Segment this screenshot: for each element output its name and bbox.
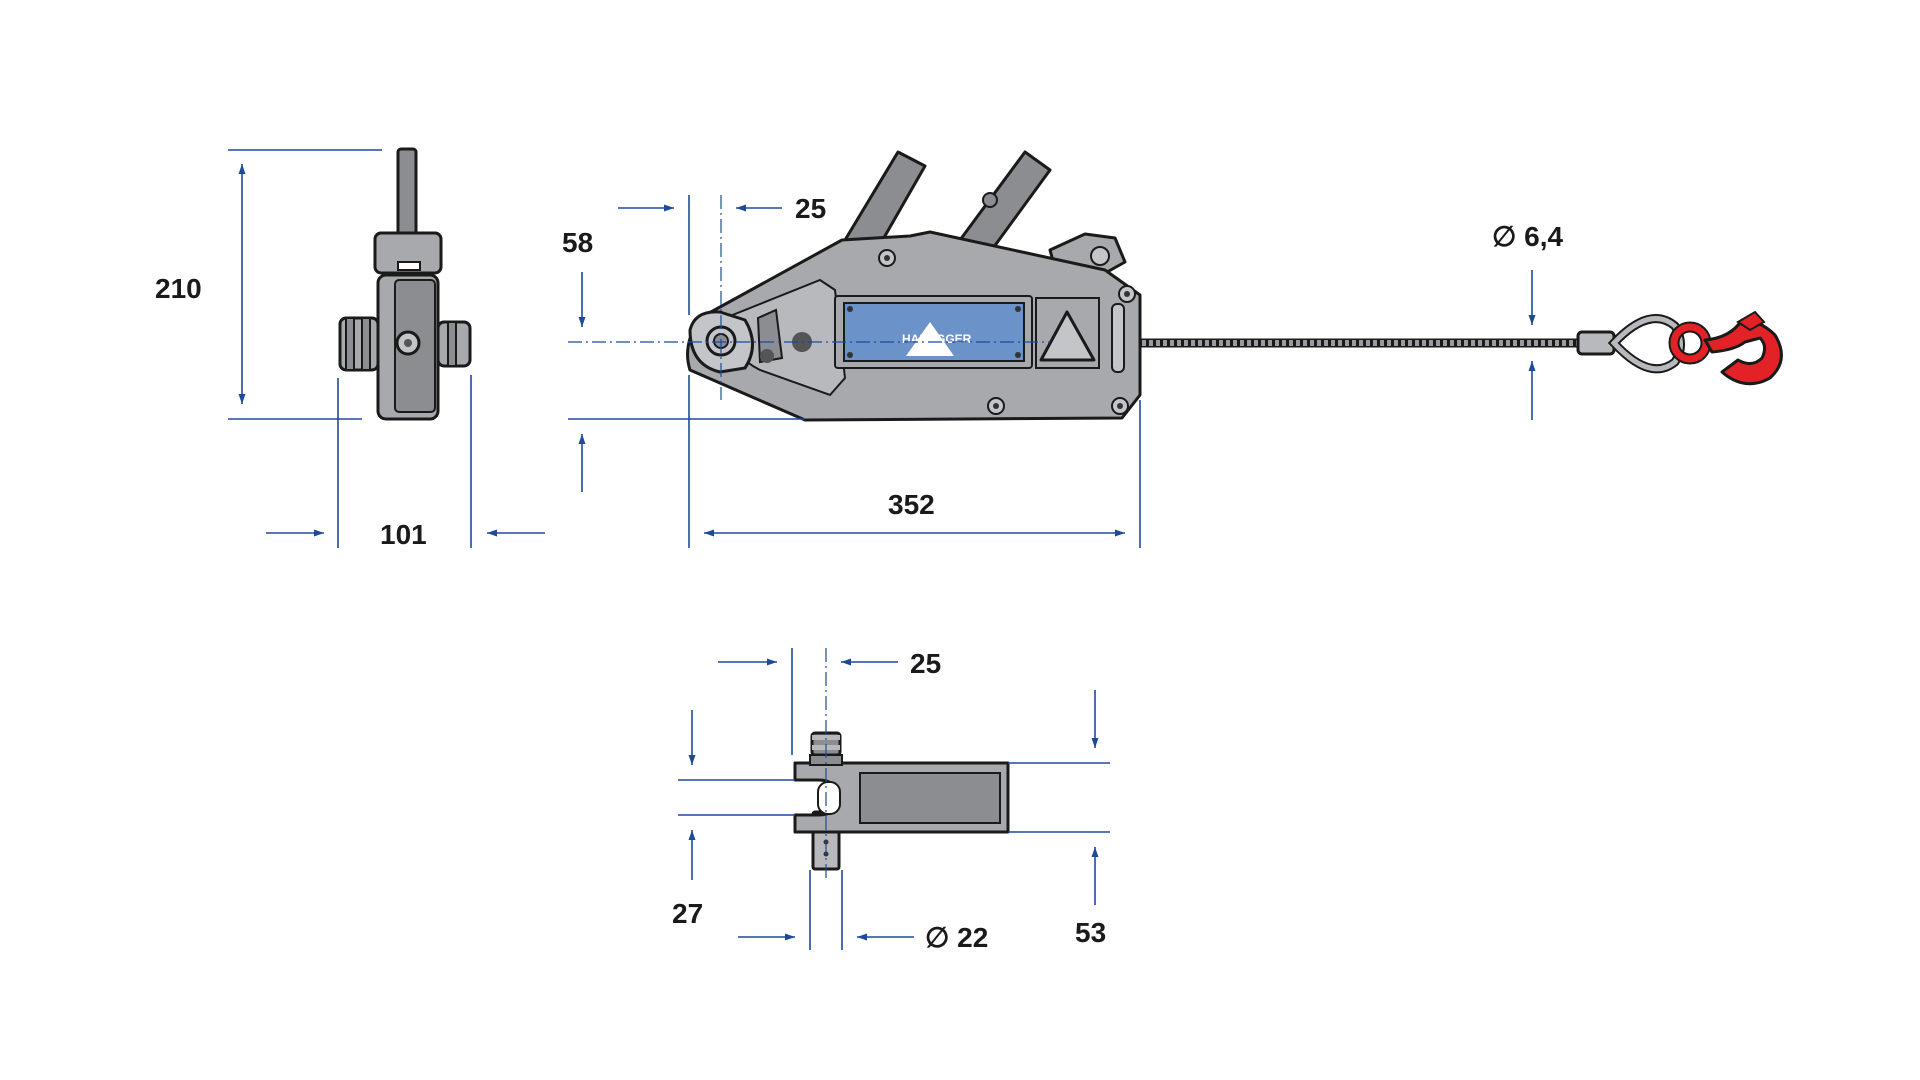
brand-name: HABEGGER: [902, 332, 972, 346]
warning-triangle-icon: [1039, 310, 1096, 362]
dim-height-side: 210: [155, 273, 202, 304]
dim-offset-bottom: 25: [910, 648, 941, 679]
brand-logo-icon: [906, 322, 954, 356]
dim-axis-height: 58: [562, 227, 593, 258]
dim-offset-top: 25: [795, 193, 826, 224]
dim-width-side: 101: [380, 519, 427, 550]
dim-cable-diameter: ∅ 6,4: [1492, 221, 1564, 252]
hook-icon: [1576, 310, 1783, 386]
top-view: 25 27 ∅ 22 53: [672, 648, 1110, 953]
dim-length: 352: [888, 489, 935, 520]
dim-pin-diameter: ∅ 22: [925, 922, 988, 953]
dim-body-height: 53: [1075, 917, 1106, 948]
dim-pin-offset: 27: [672, 898, 703, 929]
side-view: 210 101: [155, 147, 545, 550]
front-view: HABEGGER 25 58: [562, 150, 1783, 548]
